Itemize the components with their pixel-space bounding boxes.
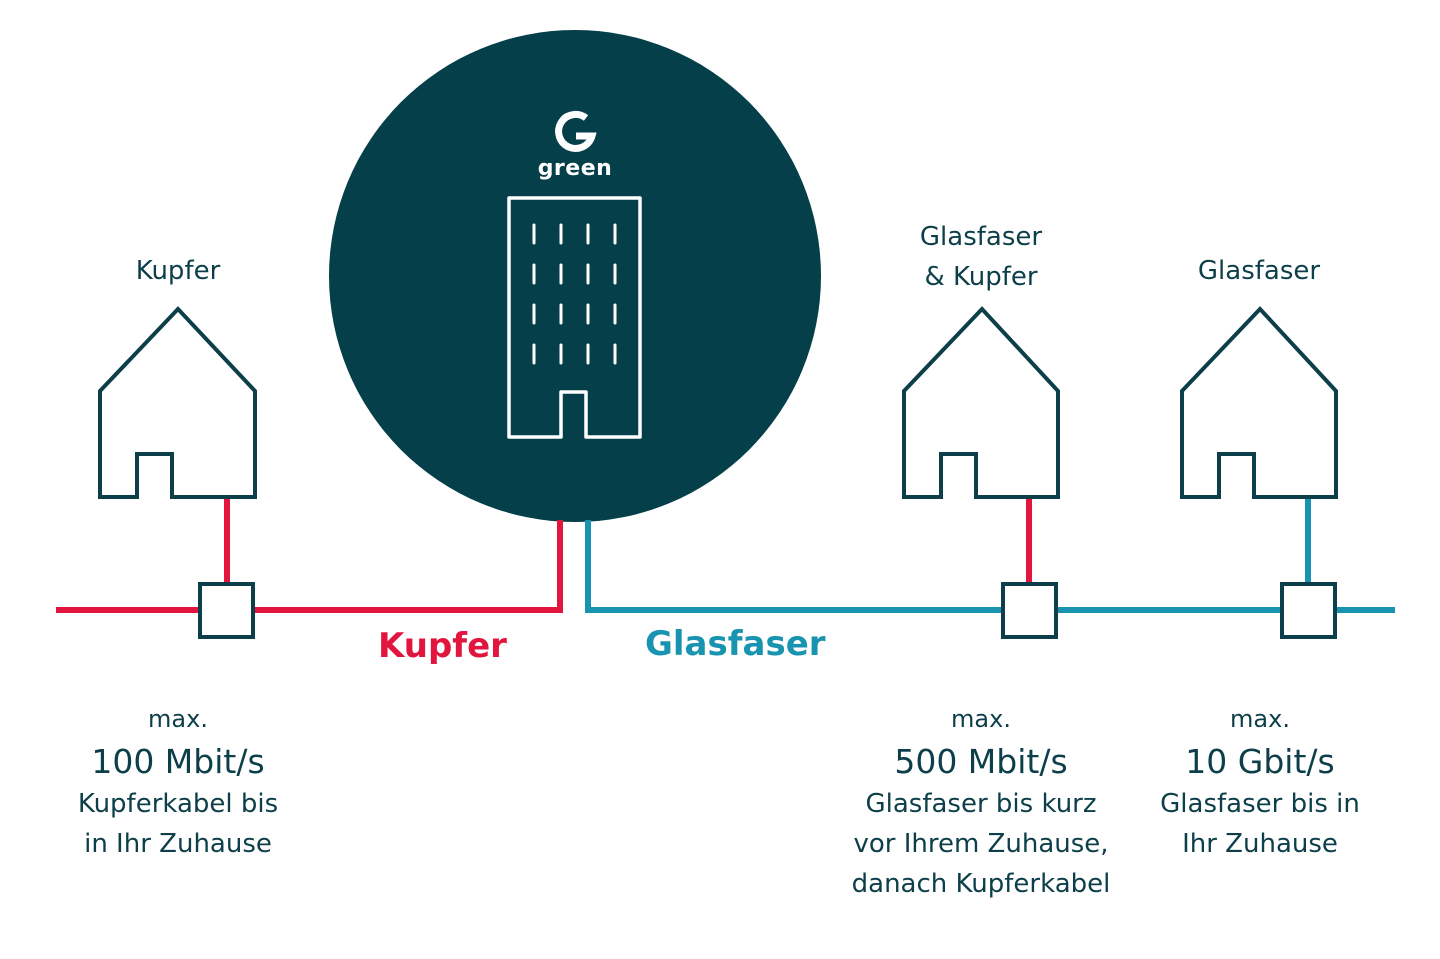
speed-value: 10 Gbit/s bbox=[1185, 742, 1335, 782]
fiber-cable bbox=[585, 498, 1395, 613]
fiber-cable-label: Glasfaser bbox=[645, 624, 826, 664]
speed-desc-line: danach Kupferkabel bbox=[851, 869, 1111, 900]
brand-logo: green bbox=[520, 110, 630, 181]
house-label-mixed: Glasfaser & Kupfer bbox=[851, 217, 1111, 297]
office-building-icon bbox=[507, 196, 642, 439]
house-label-copper: Kupfer bbox=[48, 255, 308, 289]
house-label-line: Kupfer bbox=[135, 256, 221, 286]
copper-cable-label: Kupfer bbox=[378, 626, 507, 666]
speed-value: 500 Mbit/s bbox=[894, 742, 1068, 782]
brand-name: green bbox=[537, 156, 613, 181]
house-label-fiber: Glasfaser bbox=[1129, 255, 1389, 289]
speed-desc-line: vor Ihrem Zuhause, bbox=[853, 829, 1109, 860]
house-icon-fiber bbox=[1180, 306, 1338, 499]
house-icon-copper bbox=[98, 306, 257, 499]
speed-block-fiber: max. 10 Gbit/s Glasfaser bis in Ihr Zuha… bbox=[1100, 704, 1420, 864]
speed-block-copper: max. 100 Mbit/s Kupferkabel bis in Ihr Z… bbox=[18, 704, 338, 864]
speed-block-mixed: max. 500 Mbit/s Glasfaser bis kurz vor I… bbox=[821, 704, 1141, 904]
speed-desc-line: Glasfaser bis kurz bbox=[865, 789, 1097, 820]
building-windows bbox=[532, 223, 617, 365]
house-label-line: Glasfaser bbox=[919, 222, 1043, 252]
house-label-line: Glasfaser bbox=[1197, 256, 1321, 286]
speed-prefix: max. bbox=[1230, 705, 1290, 733]
junction-box-mixed bbox=[1001, 582, 1058, 639]
speed-prefix: max. bbox=[951, 705, 1011, 733]
speed-desc-line: Ihr Zuhause bbox=[1182, 829, 1338, 860]
speed-desc-line: in Ihr Zuhause bbox=[84, 829, 272, 860]
junction-box-copper bbox=[198, 582, 255, 639]
speed-desc-line: Glasfaser bis in bbox=[1160, 789, 1360, 820]
junction-box-fiber bbox=[1280, 582, 1337, 639]
speed-desc-line: Kupferkabel bis bbox=[77, 789, 279, 820]
green-g-logo-icon bbox=[555, 111, 597, 152]
speed-prefix: max. bbox=[148, 705, 208, 733]
speed-value: 100 Mbit/s bbox=[91, 742, 265, 782]
house-icon-mixed bbox=[902, 306, 1060, 499]
provider-circle bbox=[329, 30, 821, 522]
house-label-line: & Kupfer bbox=[924, 262, 1038, 292]
